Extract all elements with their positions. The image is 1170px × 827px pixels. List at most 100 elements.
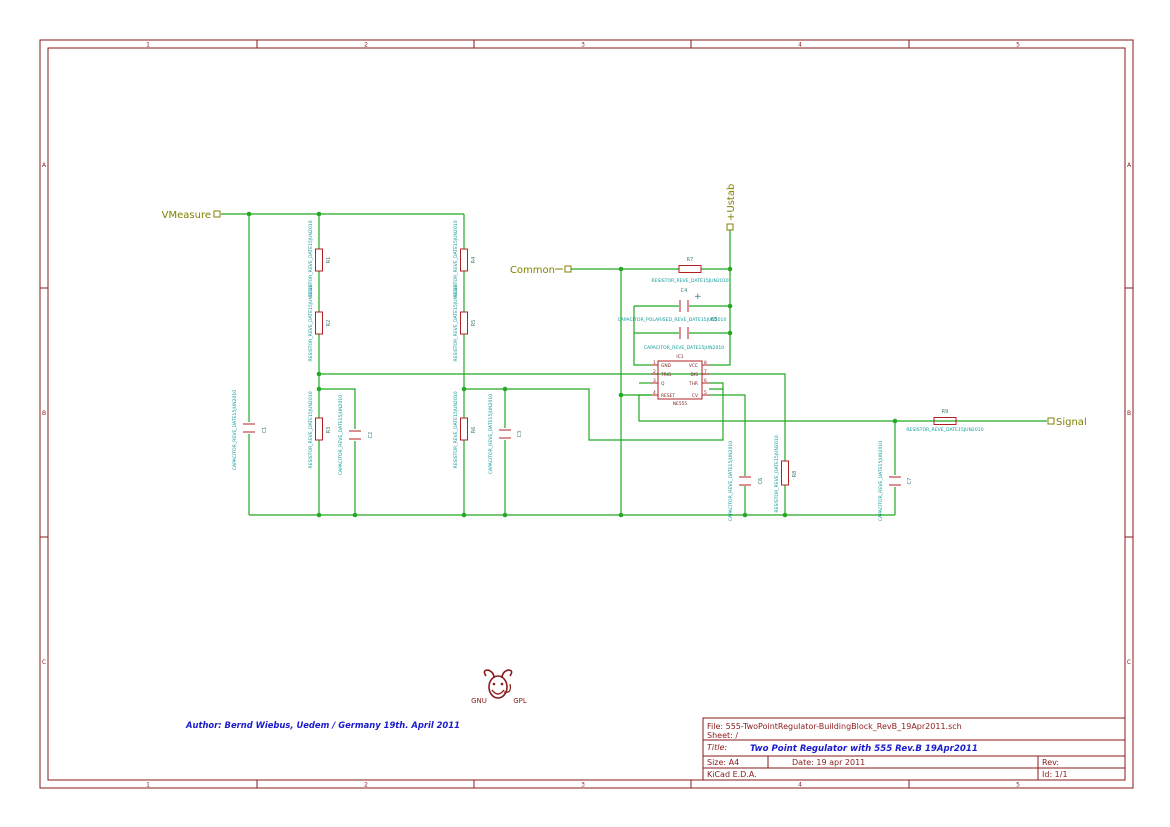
port-signal-label: Signal (1056, 417, 1087, 428)
zone-labels: 1 2 3 4 5 1 2 3 4 5 A B C A B C (42, 42, 1132, 789)
ic-pin-7-num: 7 (704, 369, 707, 375)
zone-col-5-bottom: 5 (1016, 782, 1020, 789)
ic-pin-2-num: 2 (653, 369, 656, 375)
r3-value: RESISTOR_REVE_DATE15JUN2010 (308, 391, 314, 468)
r2-value: RESISTOR_REVE_DATE15JUN2010 (308, 284, 314, 361)
c7-value: CAPACITOR_REVE_DATE15JUN2010 (878, 441, 884, 522)
zone-row-b-right: B (1127, 410, 1131, 417)
r4-ref: R4 (471, 257, 477, 264)
title-block-tool: KiCad E.D.A. (707, 770, 757, 779)
ic-pin-5-num: 5 (704, 390, 707, 396)
resistor-r6[interactable]: R6 RESISTOR_REVE_DATE15JUN2010 (453, 391, 477, 468)
r4-value: RESISTOR_REVE_DATE15JUN2010 (453, 220, 459, 297)
ic-pin-1-name: GND (661, 363, 672, 369)
c2-value: CAPACITOR_REVE_DATE15JUN2010 (338, 395, 344, 476)
r5-ref: R5 (471, 320, 477, 327)
wires (221, 213, 1047, 516)
zone-row-a-left: A (42, 162, 47, 169)
r7-value: RESISTOR_REVE_DATE15JUN2010 (651, 278, 728, 284)
title-block-file: File: 555-TwoPointRegulator-BuildingBloc… (707, 722, 962, 731)
r6-ref: R6 (471, 427, 477, 434)
title-block: File: 555-TwoPointRegulator-BuildingBloc… (702, 717, 1126, 781)
c3-value: CAPACITOR_REVE_DATE15JUN2010 (488, 394, 494, 475)
r3-ref: R3 (326, 427, 332, 434)
r9-ref: R9 (942, 409, 949, 415)
r9-value: RESISTOR_REVE_DATE15JUN2010 (906, 427, 983, 433)
resistor-r8[interactable]: R8 RESISTOR_REVE_DATE15JUN2010 (774, 435, 798, 512)
resistor-r2[interactable]: R2 RESISTOR_REVE_DATE15JUN2010 (308, 284, 332, 361)
c6-ref: C6 (758, 478, 764, 485)
c1-value: CAPACITOR_REVE_DATE15JUN2010 (232, 390, 238, 471)
c3-ref: C3 (517, 431, 523, 438)
port-ustab-label: +Ustab (726, 184, 737, 221)
port-common[interactable]: Common (510, 265, 572, 276)
zone-col-2-top: 2 (364, 42, 368, 49)
ic-pin-4-name: RESET (661, 393, 675, 399)
resistor-r5[interactable]: R5 RESISTOR_REVE_DATE15JUN2010 (453, 284, 477, 361)
ic-pin-6-num: 6 (704, 378, 707, 384)
ic-ref: IC1 (676, 354, 683, 360)
r2-ref: R2 (326, 320, 332, 327)
capacitor-c6[interactable]: C6 CAPACITOR_REVE_DATE15JUN2010 (728, 441, 764, 522)
title-block-sheet: Sheet: / (707, 731, 738, 740)
title-block-rev: Rev: (1042, 758, 1059, 767)
ic-ne555[interactable]: IC1 NE555 1 GND 2 TRIG 3 Q 4 RESET 8 VCC… (651, 354, 709, 407)
capacitor-c4[interactable]: + C4 CAPACITOR_POLARISED_REVE_DATE15JUN2… (618, 288, 727, 323)
title-block-date: Date: 19 apr 2011 (792, 758, 865, 767)
port-signal[interactable]: Signal (1047, 417, 1087, 428)
resistor-r3[interactable]: R3 RESISTOR_REVE_DATE15JUN2010 (308, 391, 332, 468)
r1-value: RESISTOR_REVE_DATE15JUN2010 (308, 220, 314, 297)
zone-col-4-bottom: 4 (798, 782, 802, 789)
zone-col-3-top: 3 (581, 42, 585, 49)
c4-value: CAPACITOR_POLARISED_REVE_DATE15JUN2010 (618, 317, 727, 323)
gnu-head-icon (483, 669, 513, 699)
zone-col-2-bottom: 2 (364, 782, 368, 789)
resistor-r9[interactable]: R9 RESISTOR_REVE_DATE15JUN2010 (906, 409, 983, 433)
capacitor-c7[interactable]: C7 CAPACITOR_REVE_DATE15JUN2010 (878, 441, 913, 522)
ic-pin-6-name: THR (688, 381, 698, 387)
zone-row-a-right: A (1127, 162, 1132, 169)
gnu-gpl-logo: GNU GPL (471, 669, 527, 705)
ic-value: NE555 (673, 401, 688, 407)
resistor-r1[interactable]: R1 RESISTOR_REVE_DATE15JUN2010 (308, 220, 332, 297)
ic-pin-1-num: 1 (653, 360, 656, 366)
ic-pin-7-name: DIS (691, 372, 699, 378)
resistor-r4[interactable]: R4 RESISTOR_REVE_DATE15JUN2010 (453, 220, 477, 297)
capacitor-c5[interactable]: C5 CAPACITOR_REVE_DATE15JUN2010 (644, 317, 725, 351)
ic-pin-8-name: VCC (689, 363, 698, 369)
title-block-title-label: Title: (707, 743, 727, 752)
zone-row-b-left: B (42, 410, 46, 417)
zone-col-1-top: 1 (146, 42, 150, 49)
c4-plus: + (694, 292, 702, 302)
port-common-label: Common (510, 265, 555, 276)
port-ustab[interactable]: +Ustab (726, 184, 737, 231)
r8-value: RESISTOR_REVE_DATE15JUN2010 (774, 435, 780, 512)
port-vmeasure[interactable]: VMeasure (162, 210, 221, 221)
zone-row-c-left: C (42, 659, 46, 666)
capacitor-c3[interactable]: C3 CAPACITOR_REVE_DATE15JUN2010 (488, 394, 523, 475)
ic-pin-3-name: Q (661, 381, 665, 387)
title-block-title: Two Point Regulator with 555 Rev.B 19Apr… (750, 744, 978, 754)
author-note: Author: Bernd Wiebus, Uedem / Germany 19… (185, 720, 460, 730)
ic-pin-8-num: 8 (704, 360, 707, 366)
c2-ref: C2 (368, 432, 374, 439)
zone-col-4-top: 4 (798, 42, 802, 49)
r7-ref: R7 (687, 257, 694, 263)
capacitor-c1[interactable]: C1 CAPACITOR_REVE_DATE15JUN2010 (232, 390, 268, 471)
zone-row-c-right: C (1127, 659, 1131, 666)
c5-ref: C5 (711, 317, 718, 323)
r8-ref: R8 (792, 471, 798, 478)
r5-value: RESISTOR_REVE_DATE15JUN2010 (453, 284, 459, 361)
logo-gnu-text: GNU (471, 697, 487, 705)
capacitor-c2[interactable]: C2 CAPACITOR_REVE_DATE15JUN2010 (338, 395, 374, 476)
c1-ref: C1 (262, 427, 268, 434)
ic-pin-3-num: 3 (653, 378, 656, 384)
c6-value: CAPACITOR_REVE_DATE15JUN2010 (728, 441, 734, 522)
sheet-frame (39, 39, 1134, 789)
ic-pin-5-name: CV (692, 393, 698, 399)
ic-pin-2-name: TRIG (660, 372, 672, 378)
title-block-size: Size: A4 (707, 758, 739, 767)
r6-value: RESISTOR_REVE_DATE15JUN2010 (453, 391, 459, 468)
resistor-r7[interactable]: R7 RESISTOR_REVE_DATE15JUN2010 (651, 257, 728, 284)
